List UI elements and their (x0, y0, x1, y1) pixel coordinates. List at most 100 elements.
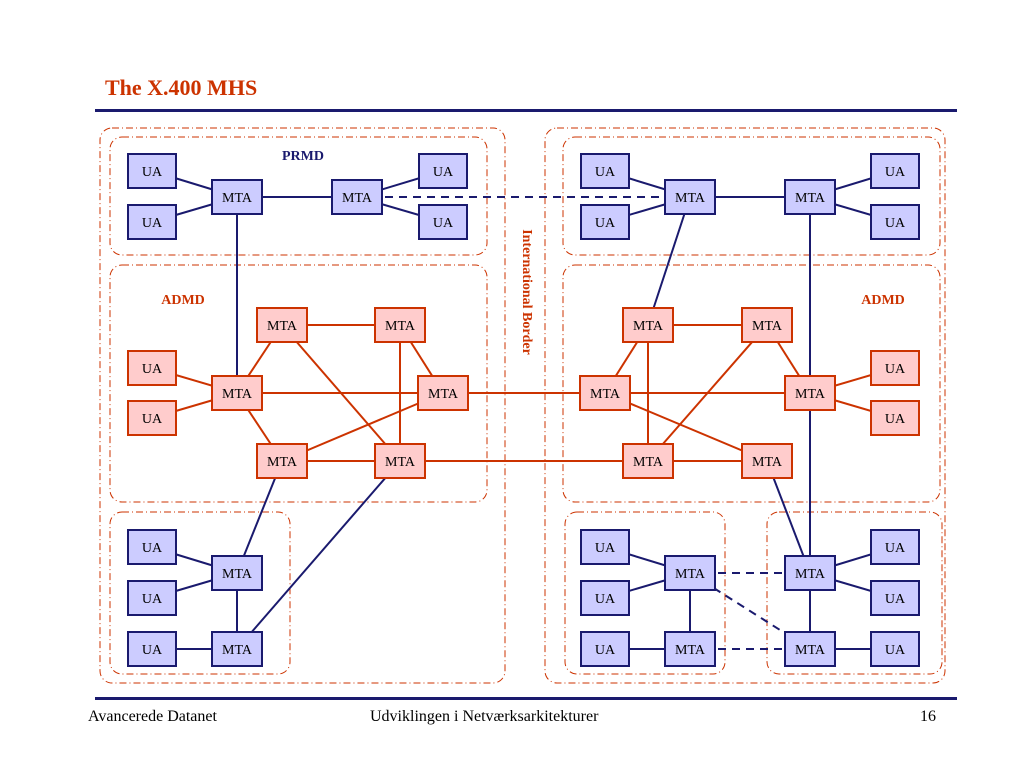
footer-course: Avancerede Datanet (88, 708, 217, 725)
mta-box (784, 631, 836, 667)
admd-right-label: ADMD (861, 293, 905, 308)
mta-node-ra3: MTA (579, 375, 631, 411)
mta-label: MTA (795, 643, 826, 658)
ua-box (870, 153, 920, 189)
ua-node-lua5: UA (127, 350, 177, 386)
mta-label: MTA (633, 455, 664, 470)
prmd-label: PRMD (282, 149, 324, 164)
prmd-bottom-right-region (766, 511, 943, 675)
admd-left-region (109, 264, 488, 503)
admd-right-region (562, 264, 941, 503)
mta-node-lmta1: MTA (211, 179, 263, 215)
ua-label: UA (142, 216, 163, 231)
mta-box (784, 555, 836, 591)
mta-label: MTA (795, 387, 826, 402)
ua-node-rua5: UA (870, 350, 920, 386)
left-domain-outer (99, 127, 506, 684)
mta-box (417, 375, 469, 411)
ua-box (127, 631, 177, 667)
link-la5-la4 (281, 392, 444, 462)
mta-node-bl_mta2: MTA (211, 631, 263, 667)
ua-box (870, 400, 920, 436)
ua-node-bl_ua2: UA (127, 580, 177, 616)
prmd-right-region (562, 136, 941, 256)
mta-label: MTA (222, 191, 253, 206)
mta-box (664, 631, 716, 667)
mta-node-la6: MTA (374, 443, 426, 479)
footer-subject: Udviklingen i Netværksarkitekturer (370, 708, 599, 725)
ua-node-rua2: UA (580, 204, 630, 240)
mta-box (741, 307, 793, 343)
ua-box (127, 153, 177, 189)
mta-label: MTA (342, 191, 373, 206)
ua-box (127, 350, 177, 386)
ua-label: UA (142, 592, 163, 607)
title-rule (95, 109, 957, 112)
ua-box (580, 580, 630, 616)
mta-box (664, 179, 716, 215)
mta-box (211, 555, 263, 591)
footer-page-number: 16 (920, 708, 936, 725)
ua-label: UA (142, 643, 163, 658)
ua-box (127, 400, 177, 436)
link-ra6-br_mta1 (766, 460, 811, 574)
ua-label: UA (885, 592, 906, 607)
ua-box (870, 204, 920, 240)
ua-node-rua6: UA (870, 400, 920, 436)
ua-label: UA (885, 412, 906, 427)
ua-box (580, 204, 630, 240)
ua-label: UA (885, 165, 906, 180)
mta-label: MTA (633, 319, 664, 334)
link-la5-bl_mta1 (236, 460, 283, 574)
mta-box (784, 375, 836, 411)
prmd-bottom-left-region (109, 511, 291, 675)
international-border-label: International Border (519, 229, 534, 355)
ua-box (580, 529, 630, 565)
ua-box (418, 153, 468, 189)
ua-label: UA (142, 362, 163, 377)
link-ra3-ra6 (604, 392, 768, 462)
mta-label: MTA (752, 455, 783, 470)
mta-label: MTA (675, 191, 706, 206)
mta-node-ra5: MTA (622, 443, 674, 479)
mta-label: MTA (222, 387, 253, 402)
ua-node-rua3: UA (870, 153, 920, 189)
mta-box (741, 443, 793, 479)
mta-box (211, 179, 263, 215)
mta-node-br_mta2: MTA (784, 631, 836, 667)
mta-node-la4: MTA (417, 375, 469, 411)
mta-label: MTA (267, 319, 298, 334)
ua-node-lua6: UA (127, 400, 177, 436)
ua-label: UA (885, 541, 906, 556)
mta-node-ra4: MTA (784, 375, 836, 411)
mta-box (622, 307, 674, 343)
ua-node-lua4: UA (418, 204, 468, 240)
ua-box (870, 529, 920, 565)
mta-label: MTA (590, 387, 621, 402)
ua-node-bl_ua3: UA (127, 631, 177, 667)
mta-label: MTA (428, 387, 459, 402)
mta-node-la2: MTA (374, 307, 426, 343)
mta-label: MTA (267, 455, 298, 470)
mta-label: MTA (385, 455, 416, 470)
mta-node-bm_mta1: MTA (664, 555, 716, 591)
ua-node-rua4: UA (870, 204, 920, 240)
ua-node-lua3: UA (418, 153, 468, 189)
mta-node-rmta2: MTA (784, 179, 836, 215)
ua-label: UA (885, 362, 906, 377)
mta-box (256, 443, 308, 479)
mta-node-la5: MTA (256, 443, 308, 479)
ua-node-lua2: UA (127, 204, 177, 240)
mta-node-ra1: MTA (622, 307, 674, 343)
mta-label: MTA (675, 567, 706, 582)
mta-box (374, 307, 426, 343)
ua-node-lua1: UA (127, 153, 177, 189)
mta-node-lmta2: MTA (331, 179, 383, 215)
ua-box (127, 529, 177, 565)
mta-box (211, 631, 263, 667)
ua-box (870, 350, 920, 386)
prmd-bottom-middle-region (564, 511, 726, 675)
ua-label: UA (142, 541, 163, 556)
mta-node-br_mta1: MTA (784, 555, 836, 591)
